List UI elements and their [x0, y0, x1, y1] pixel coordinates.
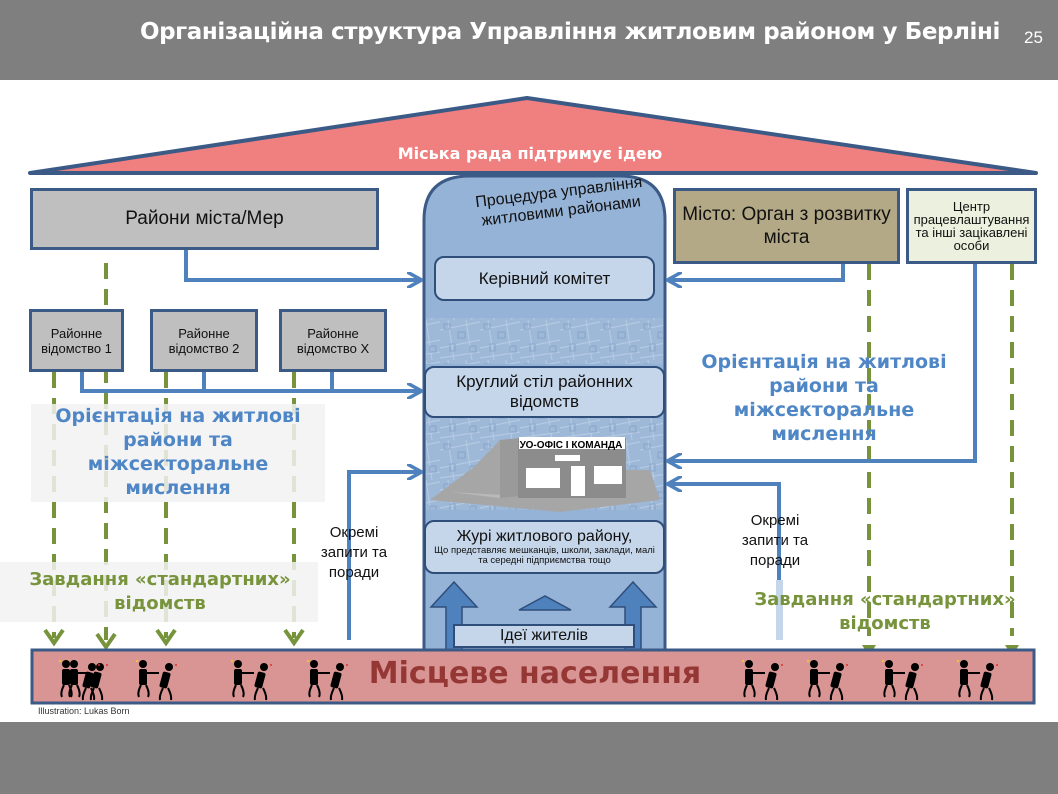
standard-task-dashes-right — [867, 264, 1014, 636]
ideas-up-arrows — [429, 580, 658, 651]
jury-box: Журі житлового району, Що представляє ме… — [424, 520, 665, 574]
right-standard-tasks-label: Завдання «стандартних» відомств — [754, 589, 1016, 634]
district-office-label: Районне відомство X — [296, 325, 370, 356]
ideas-box: Ідеї жителів — [453, 624, 635, 648]
districts-mayor-label: Райони міста/Мер — [125, 208, 284, 229]
left-orientation-label: Орієнтація на житлові райони та міжсекто… — [55, 405, 301, 499]
arrow-jobcenter-to-column — [669, 264, 977, 461]
district-office-label: Районне відомство 2 — [168, 325, 240, 356]
steering-committee-box: Керівний комітет — [434, 256, 655, 301]
illustration-credit: Illustration: Lukas Born — [38, 706, 130, 716]
slide-title: Організаційна структура Управління житло… — [139, 19, 1001, 45]
city-development-label: Місто: Орган з розвитку міста — [682, 204, 891, 248]
local-population-label: Місцеве населення — [368, 656, 702, 691]
jury-subtitle: Що представляє мешканців, школи, заклади… — [434, 545, 655, 566]
arrow-requests-left — [347, 472, 420, 640]
district-office-2: Районне відомство 2 — [150, 309, 258, 372]
down-arrowheads-left — [43, 628, 305, 651]
districts-mayor-box: Райони міста/Мер — [30, 188, 379, 250]
right-orientation-label: Орієнтація на житлові райони та міжсекто… — [701, 351, 947, 445]
left-orientation-bg — [31, 404, 325, 502]
arrow-offices-to-roundtable — [80, 372, 420, 391]
office-building-icon — [430, 437, 660, 512]
round-table-box: Круглий стіл районних відомств — [424, 366, 665, 418]
round-table-label: Круглий стіл районних відомств — [456, 372, 633, 411]
left-requests-label: Окремі запити та поради — [320, 524, 388, 581]
city-development-box: Місто: Орган з розвитку міста — [673, 188, 900, 264]
right-requests-label: Окремі запити та поради — [741, 512, 809, 569]
district-office-1: Районне відомство 1 — [29, 309, 124, 372]
page-number: 25 — [1024, 28, 1043, 47]
map-strip-1 — [426, 318, 663, 364]
jury-title: Журі житлового району, — [456, 528, 633, 545]
ideas-label: Ідеї жителів — [499, 627, 589, 644]
slide-footer — [0, 722, 1058, 794]
steering-committee-label: Керівний комітет — [478, 268, 611, 288]
district-office-x: Районне відомство X — [279, 309, 387, 372]
arrow-citydev-to-committee — [669, 264, 845, 280]
arrow-mayor-to-committee — [184, 250, 420, 280]
left-standard-tasks-label: Завдання «стандартних» відомств — [29, 569, 291, 614]
requests-line-faded — [776, 580, 783, 640]
job-center-box: Центр працевлаштування та інші зацікавле… — [906, 188, 1037, 264]
office-sign: УО-ОФІС І КОМАНДА — [519, 440, 623, 451]
roof-label: Міська рада підтримує ідею — [397, 144, 663, 163]
left-standard-bg — [0, 562, 318, 622]
job-center-label: Центр працевлаштування та інші зацікавле… — [913, 199, 1030, 253]
slide-header — [0, 0, 1058, 80]
district-office-label: Районне відомство 1 — [41, 325, 112, 356]
local-population-bar — [30, 648, 1036, 705]
roof-triangle — [28, 96, 1038, 175]
